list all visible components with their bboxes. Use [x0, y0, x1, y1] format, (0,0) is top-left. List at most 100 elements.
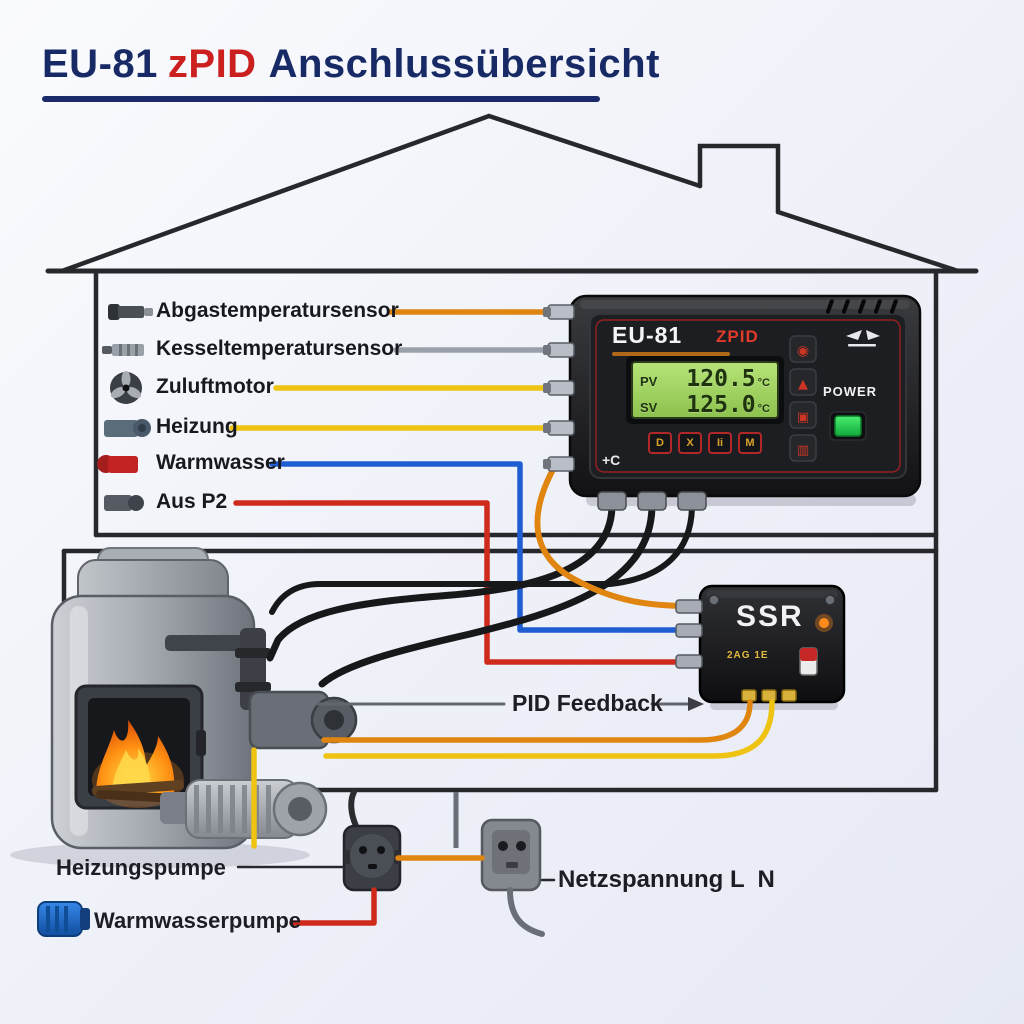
- legend-label-zuluftmotor: Zuluftmotor: [156, 375, 274, 398]
- power-plug-light: [480, 818, 542, 892]
- bottom-button-d: D: [648, 432, 672, 454]
- plug2-cable: [507, 887, 545, 937]
- wire-ssr-yellow-return: [323, 699, 775, 759]
- controller-side-buttons: ◉ ▲ ▣ ▥: [789, 335, 817, 462]
- wiring: [229, 309, 775, 926]
- pid-feedback-arrowhead: [688, 697, 704, 711]
- sv-label: SV: [640, 400, 658, 415]
- controller-connectors: [543, 304, 575, 472]
- house-outline: [45, 113, 979, 793]
- boiler: [10, 547, 358, 868]
- controller-display: PV 120.5 °C SV 125.0 °C: [634, 363, 776, 418]
- output-plug-icon: [104, 495, 144, 511]
- pipe-ring-1: [235, 648, 271, 658]
- bottom-button-m: M: [738, 432, 762, 454]
- controller-brand: EU-81: [612, 322, 683, 348]
- heizungspumpe-label: Heizungspumpe: [56, 855, 226, 880]
- ssr-connectors: [675, 599, 703, 669]
- wire-ssr-orange-return: [321, 699, 753, 743]
- ssr-lug: [675, 623, 703, 638]
- pipe-ring-2: [235, 682, 271, 692]
- controller-lug: [543, 420, 575, 436]
- warmwasserpumpe-label: Warmwasserpumpe: [94, 908, 302, 933]
- display-row-pv: PV 120.5 °C: [640, 366, 770, 392]
- ssr-screw-left: [708, 594, 720, 606]
- flame-inner: [112, 748, 151, 794]
- ssr-screw-right: [824, 594, 836, 606]
- power-plug-dark: [342, 824, 402, 892]
- ssr-led: [819, 618, 829, 628]
- cable-gland: [677, 491, 707, 511]
- bottom-button-x: X: [678, 432, 702, 454]
- boiler-sensor-icon: [102, 344, 144, 356]
- menu-icon: ▣: [797, 410, 809, 425]
- legend-icons: [97, 304, 153, 511]
- ssr-lug: [675, 654, 703, 669]
- heating-pump-hub: [324, 710, 344, 730]
- fan-icon: [110, 371, 142, 404]
- heating-fitting-icon: [104, 419, 151, 437]
- hot-water-pump-icon: [37, 901, 90, 937]
- ssr-terminal-3: [781, 689, 797, 702]
- ssr-terminal-2: [761, 689, 777, 702]
- title-underline: [42, 96, 600, 102]
- ssr-module: [698, 584, 846, 710]
- cable-gland: [637, 491, 667, 511]
- controller-lug: [543, 304, 575, 320]
- fuel-icon: ▥: [797, 443, 809, 458]
- legend-label-kesseltemperatursensor: Kesseltemperatursensor: [156, 337, 403, 360]
- legend-label-abgastemperatursensor: Abgastemperatursensor: [156, 299, 399, 322]
- door-handle: [196, 730, 206, 756]
- ssr-top-bevel: [706, 590, 838, 598]
- pv-value: 120.5: [686, 366, 756, 392]
- roof-right-a: [486, 113, 703, 189]
- title-suffix: Anschlussübersicht: [268, 42, 660, 86]
- display-row-sv: SV 125.0 °C: [640, 392, 770, 418]
- boiler-top-fitting: [165, 635, 247, 651]
- motor-end-hub: [288, 797, 312, 821]
- wire-hot-water: [269, 461, 693, 633]
- up-icon: ▲: [798, 377, 808, 392]
- lcd-screen: [631, 361, 779, 419]
- cable-black-2: [318, 501, 656, 688]
- ssr-lug: [675, 599, 703, 614]
- mains-hardware: [37, 789, 545, 937]
- pv-label: PV: [640, 374, 658, 389]
- sv-value: 125.0: [686, 392, 756, 418]
- ssr-rocker-top: [800, 648, 817, 661]
- power-label: POWER: [822, 384, 878, 399]
- controller-corner-label: +C: [602, 452, 621, 468]
- legend-label-heizung: Heizung: [156, 415, 238, 438]
- cable-gland: [597, 491, 627, 511]
- controller-red-trim: [595, 319, 901, 473]
- title-variant: zPID: [167, 42, 257, 86]
- cable-black-3: [269, 502, 695, 615]
- cable-orange-ssr: [534, 461, 693, 609]
- vent-slots: [825, 299, 898, 314]
- controller-lug: [543, 456, 575, 472]
- netzspannung-label: Netzspannung L N: [558, 866, 775, 893]
- fuel-button: [789, 434, 817, 462]
- title-model: EU-81: [42, 42, 158, 86]
- legend-label-aus-p2: Aus P2: [156, 490, 228, 513]
- controller-cable-glands: [597, 491, 707, 511]
- alarm-icon: ◉: [797, 343, 809, 359]
- power-button: [834, 415, 862, 437]
- wire-mains-red: [289, 887, 377, 926]
- chimney: [697, 143, 781, 215]
- roof-right-b: [775, 209, 961, 274]
- plug1-cable: [348, 789, 359, 829]
- sv-unit: °C: [757, 403, 770, 415]
- legend-label-warmwasser: Warmwasser: [156, 451, 285, 474]
- ssr-sub-label: 2AG 1E: [727, 650, 769, 661]
- menu-button: [789, 401, 817, 429]
- hot-water-fitting-icon: [97, 455, 138, 473]
- roof-left: [59, 113, 492, 274]
- controller-lug: [543, 380, 575, 396]
- bottom-button-ii: Ii: [708, 432, 732, 454]
- controller-fineprint: [612, 352, 730, 356]
- controller-top-bevel: [580, 300, 910, 309]
- controller-bottom-buttons: D X Ii M: [648, 432, 762, 454]
- ssr-label: SSR: [736, 600, 804, 633]
